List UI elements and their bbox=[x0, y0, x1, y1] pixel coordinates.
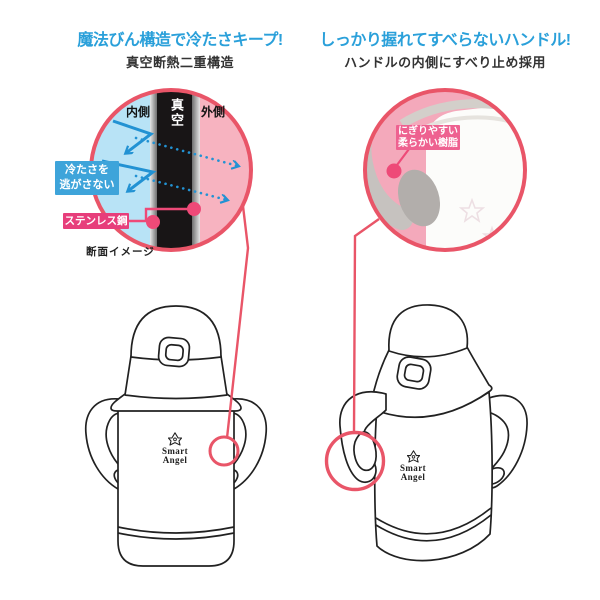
stainless-steel-callout: ステンレス鋼 bbox=[63, 213, 129, 229]
resin-pointer-line bbox=[396, 148, 410, 166]
callout-connectors bbox=[208, 205, 386, 492]
outer-wall-label: 外側 bbox=[201, 105, 226, 119]
cross-section-caption: 断面イメージ bbox=[86, 246, 155, 258]
bottle-front-base-band bbox=[117, 526, 235, 540]
right-headline: しっかり握れてすべらないハンドル! bbox=[319, 32, 571, 49]
steel-wall-right bbox=[192, 90, 200, 250]
bottle-angled-base-band bbox=[375, 507, 492, 542]
brand-logo-angled: Smart Angel bbox=[381, 450, 445, 481]
handle-photo-circle-border bbox=[363, 88, 527, 252]
bottle-angled-button-inner bbox=[403, 363, 425, 383]
connector-line-left bbox=[225, 205, 250, 439]
resin-callout-line2: 柔らかい樹脂 bbox=[398, 137, 458, 149]
brand-logo-front: Smart Angel bbox=[143, 432, 207, 464]
highlight-circle-wall bbox=[208, 435, 240, 467]
cold-callout-line2: 逃がさない bbox=[59, 179, 115, 191]
highlight-circle-handle bbox=[324, 430, 386, 492]
vacuum-band bbox=[157, 90, 192, 250]
photo-soft-resin-grip bbox=[397, 169, 441, 227]
heat-dotted-arrows bbox=[134, 136, 238, 200]
bottle-front-body bbox=[117, 408, 235, 567]
handle-photo-circle bbox=[363, 88, 527, 252]
resin-callout-line1: にぎりやすい bbox=[398, 126, 458, 137]
left-subheadline: 真空断熱二重構造 bbox=[125, 55, 234, 70]
connector-line-right bbox=[352, 218, 380, 433]
steel-wall-left bbox=[150, 90, 157, 250]
steel-dot-right bbox=[187, 202, 201, 216]
smart-angel-star-icon bbox=[168, 432, 182, 446]
steel-dot-left bbox=[146, 215, 160, 229]
steel-pointer bbox=[128, 202, 201, 229]
vacuum-label: 真空 bbox=[169, 98, 184, 128]
brand-name-line1: Smart bbox=[162, 446, 188, 456]
brand-name-line1: Smart bbox=[400, 463, 426, 473]
right-subheadline: ハンドルの内側にすべり止め採用 bbox=[344, 55, 546, 70]
cold-keep-callout: 冷たさを 逃がさない bbox=[55, 161, 119, 195]
soft-resin-callout: にぎりやすい 柔らかい樹脂 bbox=[396, 125, 460, 150]
bottle-front-drawing bbox=[84, 305, 268, 567]
inner-wall-label: 内側 bbox=[126, 105, 151, 119]
bottle-front-button-inner bbox=[164, 343, 185, 362]
smart-angel-star-icon bbox=[406, 450, 420, 463]
cold-bounce-arrows bbox=[101, 119, 157, 191]
bottle-angled-drawing bbox=[339, 304, 528, 562]
cross-section-circle bbox=[89, 88, 253, 252]
brand-name-line2: Angel bbox=[162, 454, 188, 465]
cold-callout-line1: 冷たさを bbox=[65, 164, 109, 176]
brand-name-line2: Angel bbox=[400, 471, 426, 482]
left-headline: 魔法びん構造で冷たさキープ! bbox=[77, 32, 283, 49]
bottle-angled-lid-dome bbox=[388, 304, 469, 358]
resin-dot bbox=[386, 163, 402, 179]
